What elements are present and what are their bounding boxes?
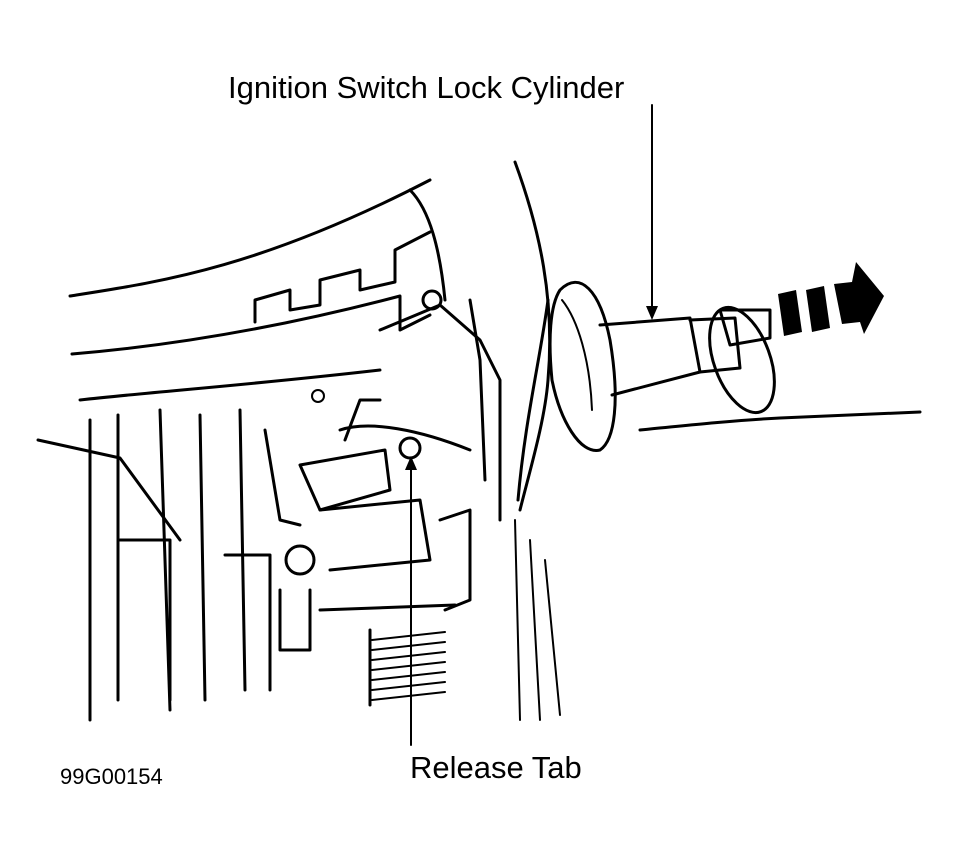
release-tab-label: Release Tab [410, 750, 582, 785]
column-spring [368, 628, 446, 707]
column-shroud [378, 160, 922, 721]
lock-cylinder [548, 280, 776, 452]
column-mechanism [36, 398, 472, 722]
figure-id: 99G00154 [60, 764, 163, 789]
release-tab-arrowhead [405, 456, 417, 470]
steering-wheel-rim [68, 178, 447, 403]
lock-cylinder-label: Ignition Switch Lock Cylinder [228, 70, 625, 105]
lock-cylinder-arrowhead [646, 306, 658, 320]
dashed-arrow-right-icon [778, 262, 884, 336]
